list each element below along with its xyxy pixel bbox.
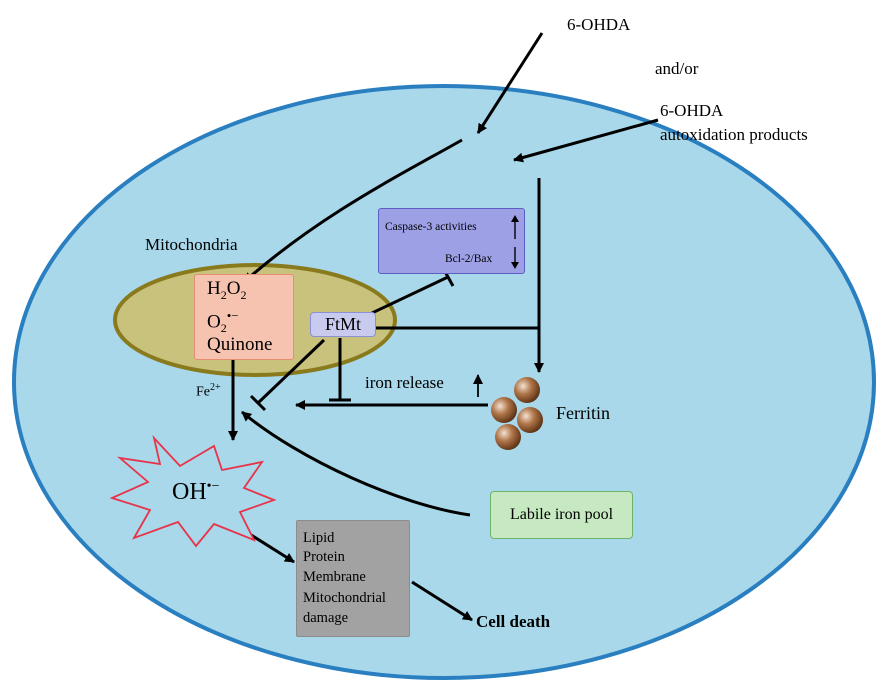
inhibit-ftmt-caspase [371, 275, 449, 315]
damage-item: Membrane [303, 569, 366, 585]
damage-box: Lipid Protein Membrane Mitochondrial dam… [296, 520, 410, 637]
arrow-autox-in [513, 118, 659, 163]
caspase-up-down-arrows [511, 215, 519, 269]
ferritin-ball [491, 397, 517, 423]
ferritin-ball [514, 377, 540, 403]
caspase-bcl2-box: Caspase-3 activities Bcl-2/Bax [378, 208, 525, 274]
arrow-damage-to-death [411, 580, 473, 622]
labile-iron-pool-box: Labile iron pool [490, 491, 633, 539]
caspase-label: Caspase-3 activities [385, 221, 477, 233]
and-or-label: and/or [655, 59, 699, 78]
cell-membrane [12, 84, 876, 680]
mitochondria-label: Mitochondria [145, 235, 238, 254]
damage-item: damage [303, 610, 349, 626]
ohda-label: 6-OHDA [567, 15, 631, 34]
oh-radical-label: OH•− [172, 479, 220, 505]
ftmt-box: FtMt [310, 312, 376, 337]
bcl2-bax-label: Bcl-2/Bax [445, 253, 493, 265]
inhibit-ftmt-fe-bar [249, 394, 267, 412]
arrow-6ohda-in [476, 32, 544, 134]
autoxidation-label-line1: 6-OHDA [660, 101, 724, 120]
ferritin-ball [495, 424, 521, 450]
arrow-labile-to-fe [241, 410, 471, 517]
superoxide-formula: O2•− [207, 308, 239, 336]
arrow-to-mitochondria [243, 138, 463, 284]
quinone-label: Quinone [207, 334, 273, 355]
damage-item: Protein [303, 549, 345, 565]
damage-item: Lipid [303, 530, 335, 546]
cell-death-label: Cell death [476, 612, 551, 631]
ferritin-ball [517, 407, 543, 433]
iron-release-label: iron release [365, 373, 444, 392]
h2o2-formula: H2O2 [207, 278, 247, 302]
ferritin-label: Ferritin [556, 403, 610, 423]
autoxidation-label-line2: autoxidation products [660, 125, 808, 144]
oh-burst-shape [109, 434, 277, 548]
inhibit-ftmt-fe [256, 338, 326, 405]
fe2-label: Fe2+ [196, 382, 221, 400]
damage-item: Mitochondrial [303, 590, 386, 606]
ros-box: H2O2 O2•− Quinone [194, 274, 294, 360]
